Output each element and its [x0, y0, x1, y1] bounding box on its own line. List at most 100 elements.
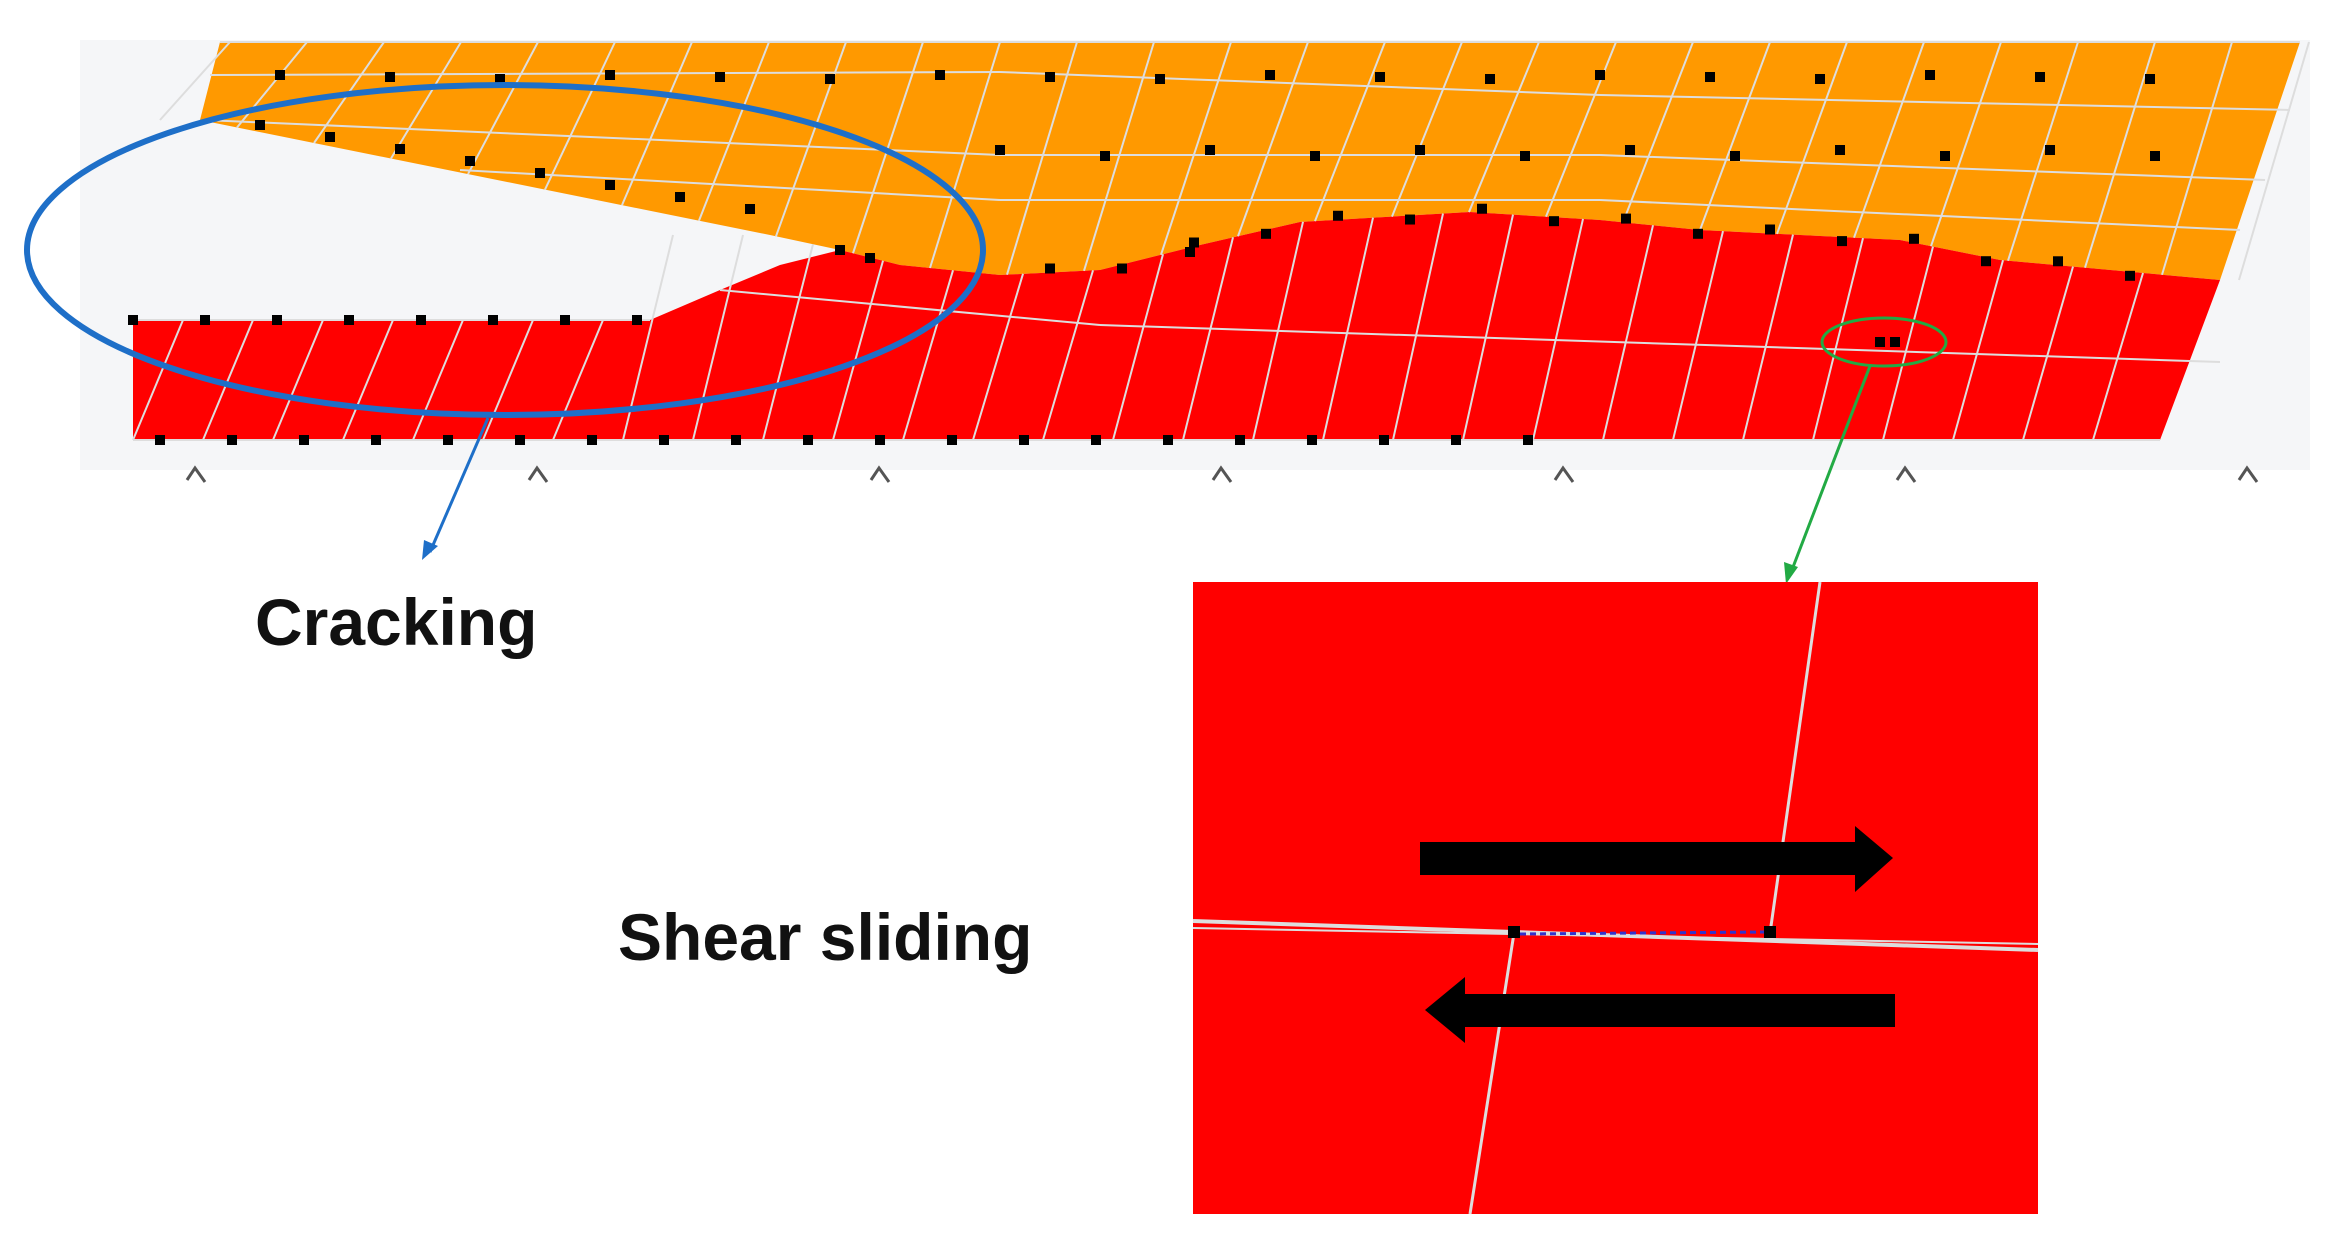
shear-sliding-leader-arrowhead — [1784, 562, 1798, 584]
zoom-inset-slip-gap — [1519, 930, 1765, 936]
mesh-node — [875, 435, 885, 445]
upper-mesh-column-line — [390, 41, 462, 160]
upper-mesh-column-line — [159, 41, 231, 121]
mesh-node — [443, 435, 453, 445]
upper-mesh-column-line — [2238, 41, 2310, 281]
roller-support-icon — [527, 465, 549, 483]
lower-mesh-row-line — [1099, 324, 2221, 363]
lower-mesh-column-line — [1112, 253, 1164, 441]
mesh-node — [1261, 228, 1271, 239]
mesh-node — [1835, 145, 1845, 155]
mesh-node — [935, 70, 945, 80]
mesh-node — [947, 435, 957, 445]
mesh-node — [488, 315, 498, 325]
mesh-node — [1333, 210, 1343, 221]
lower-layer — [133, 212, 2220, 440]
lower-mesh-column-line — [1042, 270, 1094, 441]
mesh-node — [1310, 151, 1320, 161]
mesh-node — [1875, 337, 1885, 347]
mesh-node — [560, 315, 570, 325]
mesh-node — [1045, 263, 1055, 274]
upper-mesh-column-line — [1776, 41, 1848, 235]
mesh-node — [385, 72, 395, 82]
lower-mesh-column-line — [2092, 272, 2144, 441]
mesh-node — [1091, 435, 1101, 445]
lower-mesh-column-line — [1252, 221, 1304, 441]
lower-mesh-column-line — [1392, 213, 1444, 441]
upper-mesh-column-line — [1468, 41, 1540, 213]
lower-mesh-column-line — [1812, 237, 1864, 441]
arrow-left-icon — [1425, 977, 1895, 1043]
cracking-leader-line — [428, 417, 490, 553]
mesh-node — [255, 120, 265, 130]
zoom-inset-background — [1193, 582, 2038, 1214]
shear-sliding-label: Shear sliding — [618, 900, 1032, 974]
lower-mesh-column-line — [622, 234, 674, 441]
upper-mesh-column-line — [1699, 41, 1771, 231]
mesh-node — [1925, 70, 1935, 80]
mesh-node — [1117, 263, 1127, 274]
upper-mesh-column-line — [2161, 41, 2233, 276]
mesh-node — [803, 435, 813, 445]
mesh-node — [825, 74, 835, 84]
lower-mesh-row-line — [719, 289, 1101, 326]
upper-mesh-row-line — [999, 71, 1601, 96]
upper-mesh-column-line — [1314, 41, 1386, 222]
lower-mesh-column-line — [972, 273, 1024, 441]
mesh-node — [416, 315, 426, 325]
upper-mesh-column-line — [1160, 41, 1232, 256]
cracking-label: Cracking — [255, 585, 537, 659]
mesh-node — [272, 315, 282, 325]
mesh-node — [299, 435, 309, 445]
mesh-node — [1415, 145, 1425, 155]
lower-mesh-column-line — [1322, 217, 1374, 441]
lower-mesh-column-line — [1462, 214, 1514, 441]
mesh-node — [1235, 435, 1245, 445]
upper-mesh-row-line — [204, 119, 1001, 156]
zoom-inset-node-right — [1764, 926, 1776, 938]
mesh-node — [1625, 145, 1635, 155]
mesh-node — [1477, 203, 1487, 214]
mesh-node — [1705, 72, 1715, 82]
roller-support-icon — [185, 465, 207, 483]
mesh-node — [1405, 214, 1415, 225]
mesh-node — [344, 315, 354, 325]
zoom-inset-interface-line-2 — [1192, 927, 2039, 945]
mesh-node — [535, 168, 545, 178]
mesh-node — [745, 204, 755, 214]
mesh-node — [465, 156, 475, 166]
lower-mesh-column-line — [1742, 234, 1794, 441]
mesh-node — [1730, 151, 1740, 161]
lower-mesh-column-line — [1672, 230, 1724, 441]
mesh-node — [1523, 435, 1533, 445]
mesh-node — [1595, 70, 1605, 80]
mesh-node — [128, 315, 138, 325]
mesh-node — [2045, 145, 2055, 155]
mesh-node — [1155, 74, 1165, 84]
upper-mesh-column-line — [2084, 41, 2156, 269]
roller-support-icon — [1553, 465, 1575, 483]
zoom-inset — [1192, 581, 2039, 1215]
roller-support-icon — [2237, 465, 2259, 483]
lower-mesh-column-line — [342, 319, 394, 441]
lower-mesh-column-line — [692, 234, 744, 441]
mesh-node — [1520, 151, 1530, 161]
lower-mesh-column-line — [1602, 225, 1654, 441]
lower-mesh-column-line — [482, 319, 534, 441]
mesh-node — [1837, 236, 1847, 247]
mesh-node — [515, 435, 525, 445]
mesh-node — [731, 435, 741, 445]
mesh-node — [659, 435, 669, 445]
mesh-node — [995, 145, 1005, 155]
arrow-right-icon — [1420, 826, 1893, 892]
shear-sliding-leader-line — [1788, 365, 1872, 576]
lower-mesh-column-line — [272, 319, 324, 441]
mesh-node — [155, 435, 165, 445]
shear-sliding-highlight-ellipse — [1820, 316, 1948, 368]
cracking-highlight-ellipse — [24, 82, 986, 418]
lower-mesh-column-line — [832, 260, 884, 441]
cracking-leader-arrowhead — [422, 540, 438, 560]
mesh-node — [1100, 151, 1110, 161]
mesh-node — [1485, 74, 1495, 84]
